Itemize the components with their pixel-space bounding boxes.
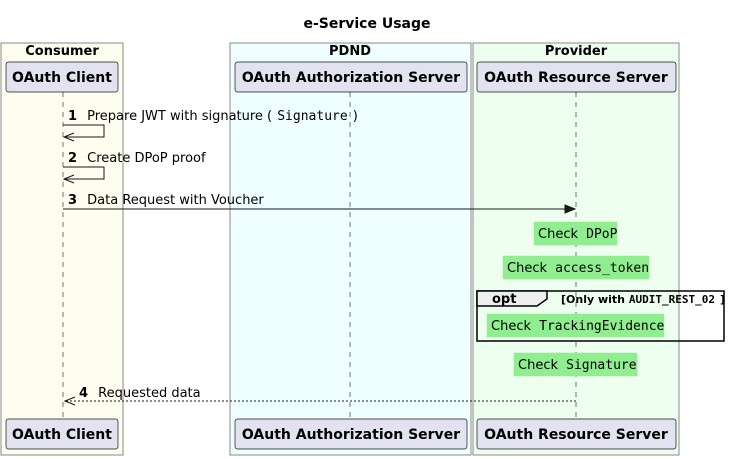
note-check-signature-label: Check	[518, 358, 562, 373]
opt-fragment-guard: [Only with AUDIT_REST_02 ]	[561, 288, 725, 307]
participant-auth-server-bottom: OAuth Authorization Server	[234, 418, 468, 450]
message-1-label: Prepare JWT with signature (	[87, 109, 272, 124]
message-3-label: Data Request with Voucher	[87, 193, 264, 208]
participant-resource-server-top-box	[476, 61, 677, 93]
note-check-signature: Check Signature	[513, 352, 638, 377]
participant-client-top-label: OAuth Client	[12, 70, 112, 86]
participant-client-top-box	[5, 61, 119, 93]
note-check-signature-box	[513, 352, 638, 377]
note-check-dpop-label: Check	[538, 227, 582, 242]
note-check-access-token-label: Check	[507, 261, 551, 276]
opt-fragment: opt [Only with AUDIT_REST_02 ]	[476, 288, 725, 342]
note-check-dpop-code: DPoP	[586, 227, 617, 242]
opt-fragment-frame	[476, 290, 725, 342]
participant-auth-server-top-box	[234, 61, 468, 93]
participant-resource-server-bottom-box	[476, 418, 677, 450]
note-check-signature-code: Signature	[566, 358, 637, 373]
message-1-suffix: )	[353, 109, 358, 124]
message-3: 3 Data Request with Voucher	[63, 189, 577, 214]
message-1-arrowhead	[62, 132, 75, 142]
box-pdnd-area	[229, 42, 472, 456]
note-check-dpop: Check DPoP	[533, 221, 618, 246]
note-check-tracking-evidence-label: Check	[491, 319, 535, 334]
note-check-tracking-evidence-box	[486, 313, 665, 338]
message-2: 2 Create DPoP proof	[62, 147, 206, 184]
message-2-arrowhead	[62, 174, 75, 184]
box-consumer-title: Consumer	[25, 44, 99, 59]
participant-auth-server-top-label: OAuth Authorization Server	[242, 70, 460, 86]
message-1-number: 1	[68, 109, 77, 124]
box-consumer: Consumer	[0, 42, 124, 456]
box-consumer-area	[0, 42, 124, 456]
participant-client-bottom-label: OAuth Client	[12, 427, 112, 443]
box-provider-title: Provider	[545, 44, 608, 59]
message-4-arrowhead	[63, 396, 76, 406]
message-2-text: 2 Create DPoP proof	[68, 147, 206, 166]
participant-resource-server-top: OAuth Resource Server	[476, 61, 677, 93]
box-pdnd: PDND	[229, 42, 472, 456]
opt-guard-prefix: [Only with	[561, 293, 629, 306]
message-3-text: 3 Data Request with Voucher	[68, 189, 264, 208]
note-check-tracking-evidence-text: Check TrackingEvidence	[491, 319, 665, 334]
diagram-title: e-Service Usage	[303, 16, 430, 32]
participant-client-top: OAuth Client	[5, 61, 119, 93]
message-4-label: Requested data	[98, 386, 200, 401]
message-2-label: Create DPoP proof	[87, 151, 206, 166]
participant-auth-server-bottom-box	[234, 418, 468, 450]
participant-resource-server-bottom-label: OAuth Resource Server	[484, 427, 668, 443]
note-check-access-token-text: Check access_token	[507, 261, 649, 276]
participant-resource-server-bottom: OAuth Resource Server	[476, 418, 677, 450]
opt-fragment-label: opt	[492, 292, 516, 307]
participant-resource-server-top-label: OAuth Resource Server	[484, 70, 668, 86]
note-check-tracking-evidence-code: TrackingEvidence	[539, 319, 664, 334]
message-4: 4 Requested data	[63, 382, 576, 406]
box-pdnd-title: PDND	[329, 44, 371, 59]
note-check-access-token: Check access_token	[502, 255, 650, 280]
note-check-dpop-text: Check DPoP	[538, 227, 618, 242]
note-check-signature-text: Check Signature	[518, 358, 637, 373]
participant-auth-server-bottom-label: OAuth Authorization Server	[242, 427, 460, 443]
message-1-text: 1 Prepare JWT with signature ( Signature…	[68, 105, 358, 124]
message-4-number: 4	[79, 386, 88, 401]
participant-client-bottom-box	[5, 418, 119, 450]
note-check-tracking-evidence: Check TrackingEvidence	[486, 313, 665, 338]
participant-auth-server-top: OAuth Authorization Server	[234, 61, 468, 93]
message-3-number: 3	[68, 193, 77, 208]
opt-fragment-tab	[476, 290, 548, 307]
message-1-arrow	[63, 124, 105, 138]
message-1: 1 Prepare JWT with signature ( Signature…	[62, 105, 358, 142]
message-3-arrowhead	[564, 204, 577, 214]
message-1-code: Signature	[277, 109, 348, 124]
note-check-dpop-box	[533, 221, 618, 246]
message-2-arrow	[63, 166, 105, 180]
note-check-access-token-code: access_token	[555, 261, 649, 276]
opt-guard-suffix: ]	[720, 293, 725, 306]
message-4-text: 4 Requested data	[79, 382, 201, 401]
message-2-number: 2	[68, 151, 77, 166]
participant-client-bottom: OAuth Client	[5, 418, 119, 450]
note-check-access-token-box	[502, 255, 650, 280]
opt-guard-code: AUDIT_REST_02	[629, 293, 715, 306]
